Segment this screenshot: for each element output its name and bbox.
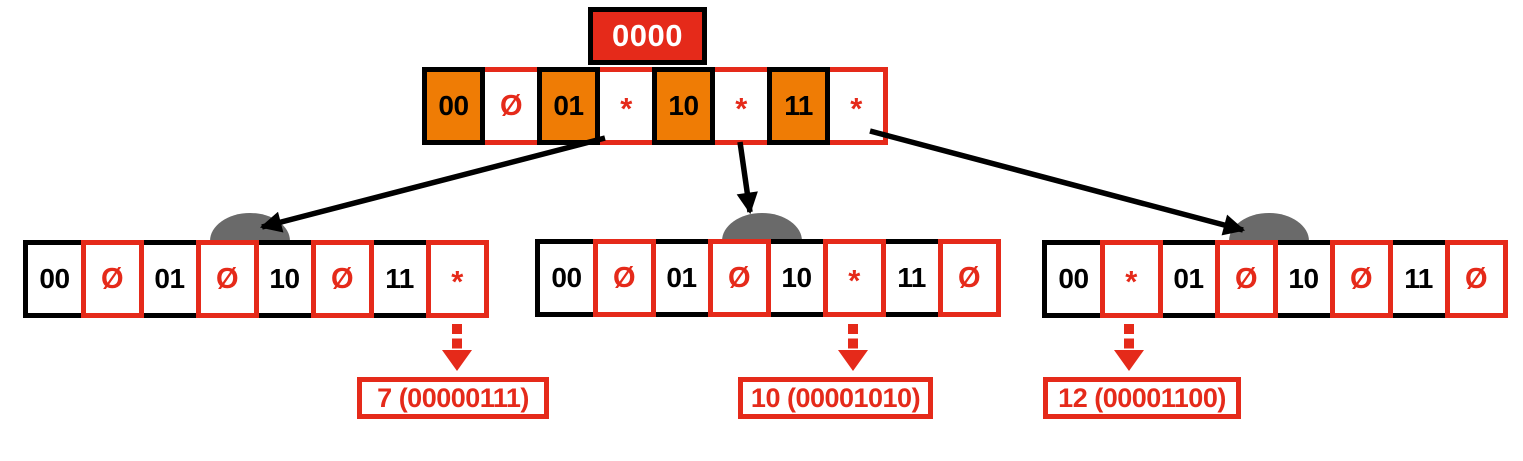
index-cell: 10 bbox=[652, 67, 715, 145]
cell-label: Ø bbox=[1464, 262, 1488, 295]
cell-label: 00 bbox=[438, 90, 469, 121]
cell-label: 10 bbox=[781, 262, 812, 293]
cell-label: 01 bbox=[1173, 263, 1204, 294]
cell-label: 10 bbox=[1288, 263, 1319, 294]
index-cell: 00 bbox=[23, 240, 86, 318]
root-key-box: 0000 bbox=[588, 7, 707, 65]
index-cell: 11 bbox=[368, 240, 431, 318]
null-slot-cell: Ø bbox=[310, 240, 374, 318]
cell-label: 11 bbox=[1404, 263, 1433, 294]
root-key-label: 0000 bbox=[612, 18, 683, 53]
dashed-leaf-arrow-left-icon bbox=[442, 324, 472, 371]
child-anchor-dome-left bbox=[210, 213, 290, 241]
cell-label: 01 bbox=[154, 263, 185, 294]
null-slot-cell: Ø bbox=[707, 239, 771, 317]
cell-label: * bbox=[1125, 264, 1137, 299]
cell-label: 11 bbox=[385, 263, 414, 294]
child-anchor-dome-middle bbox=[722, 213, 802, 241]
pointer-slot-cell: * bbox=[709, 67, 773, 145]
cell-label: * bbox=[735, 91, 747, 126]
child-anchor-dome-right bbox=[1229, 213, 1309, 241]
index-cell: 10 bbox=[765, 239, 828, 317]
null-slot-cell: Ø bbox=[1329, 240, 1393, 318]
leaf-value-box-right: 12 (00001100) bbox=[1043, 377, 1241, 419]
pointer-slot-cell: * bbox=[824, 67, 888, 145]
index-cell: 11 bbox=[1387, 240, 1450, 318]
pointer-arrow-to-right-child-icon bbox=[869, 128, 1246, 236]
cell-label: Ø bbox=[1234, 262, 1258, 295]
leaf-value-box-middle: 10 (00001010) bbox=[738, 377, 933, 419]
null-slot-cell: Ø bbox=[479, 67, 543, 145]
null-slot-cell: Ø bbox=[80, 240, 144, 318]
cell-label: Ø bbox=[612, 261, 636, 294]
index-cell: 11 bbox=[767, 67, 830, 145]
index-cell: 00 bbox=[422, 67, 485, 145]
index-cell: 01 bbox=[537, 67, 600, 145]
leaf-value-label: 12 (00001100) bbox=[1058, 382, 1226, 413]
cell-label: Ø bbox=[499, 89, 523, 122]
cell-label: 10 bbox=[269, 263, 300, 294]
pointer-slot-cell: * bbox=[425, 240, 489, 318]
index-cell: 01 bbox=[138, 240, 201, 318]
pointer-slot-cell: * bbox=[594, 67, 658, 145]
dashed-leaf-arrow-middle-icon bbox=[838, 324, 868, 371]
dashed-leaf-arrow-right-icon bbox=[1114, 324, 1144, 371]
cell-label: 00 bbox=[39, 263, 70, 294]
child-node-right: 00 * 01 Ø 10 Ø 11 Ø bbox=[1042, 240, 1508, 318]
cell-label: 11 bbox=[897, 262, 926, 293]
cell-label: 01 bbox=[553, 90, 584, 121]
null-slot-cell: Ø bbox=[592, 239, 656, 317]
child-node-middle: 00 Ø 01 Ø 10 * 11 Ø bbox=[535, 239, 1001, 317]
root-node-row: 00 Ø 01 * 10 * 11 * bbox=[422, 67, 888, 145]
null-slot-cell: Ø bbox=[195, 240, 259, 318]
null-slot-cell: Ø bbox=[937, 239, 1001, 317]
cell-label: Ø bbox=[100, 262, 124, 295]
index-cell: 01 bbox=[1157, 240, 1220, 318]
child-node-left: 00 Ø 01 Ø 10 Ø 11 * bbox=[23, 240, 489, 318]
cell-label: Ø bbox=[1349, 262, 1373, 295]
cell-label: 00 bbox=[1058, 263, 1089, 294]
cell-label: Ø bbox=[957, 261, 981, 294]
index-cell: 01 bbox=[650, 239, 713, 317]
cell-label: 11 bbox=[784, 90, 813, 121]
cell-label: 01 bbox=[666, 262, 697, 293]
index-cell: 10 bbox=[253, 240, 316, 318]
null-slot-cell: Ø bbox=[1444, 240, 1508, 318]
leaf-value-box-left: 7 (00000111) bbox=[357, 377, 549, 419]
pointer-slot-cell: * bbox=[822, 239, 886, 317]
cell-label: Ø bbox=[215, 262, 239, 295]
cell-label: * bbox=[850, 91, 862, 126]
leaf-value-label: 10 (00001010) bbox=[750, 382, 921, 413]
cell-label: 10 bbox=[668, 90, 699, 121]
leaf-value-label: 7 (00000111) bbox=[377, 382, 529, 413]
cell-label: * bbox=[620, 91, 632, 126]
index-cell: 11 bbox=[880, 239, 943, 317]
cell-label: 00 bbox=[551, 262, 582, 293]
pointer-slot-cell: * bbox=[1099, 240, 1163, 318]
cell-label: * bbox=[451, 264, 463, 299]
null-slot-cell: Ø bbox=[1214, 240, 1278, 318]
pointer-arrow-to-left-child-icon bbox=[259, 135, 606, 233]
cell-label: * bbox=[848, 263, 860, 298]
cell-label: Ø bbox=[330, 262, 354, 295]
index-cell: 00 bbox=[1042, 240, 1105, 318]
index-cell: 00 bbox=[535, 239, 598, 317]
cell-label: Ø bbox=[727, 261, 751, 294]
index-cell: 10 bbox=[1272, 240, 1335, 318]
pointer-arrow-to-middle-child-icon bbox=[736, 141, 758, 215]
